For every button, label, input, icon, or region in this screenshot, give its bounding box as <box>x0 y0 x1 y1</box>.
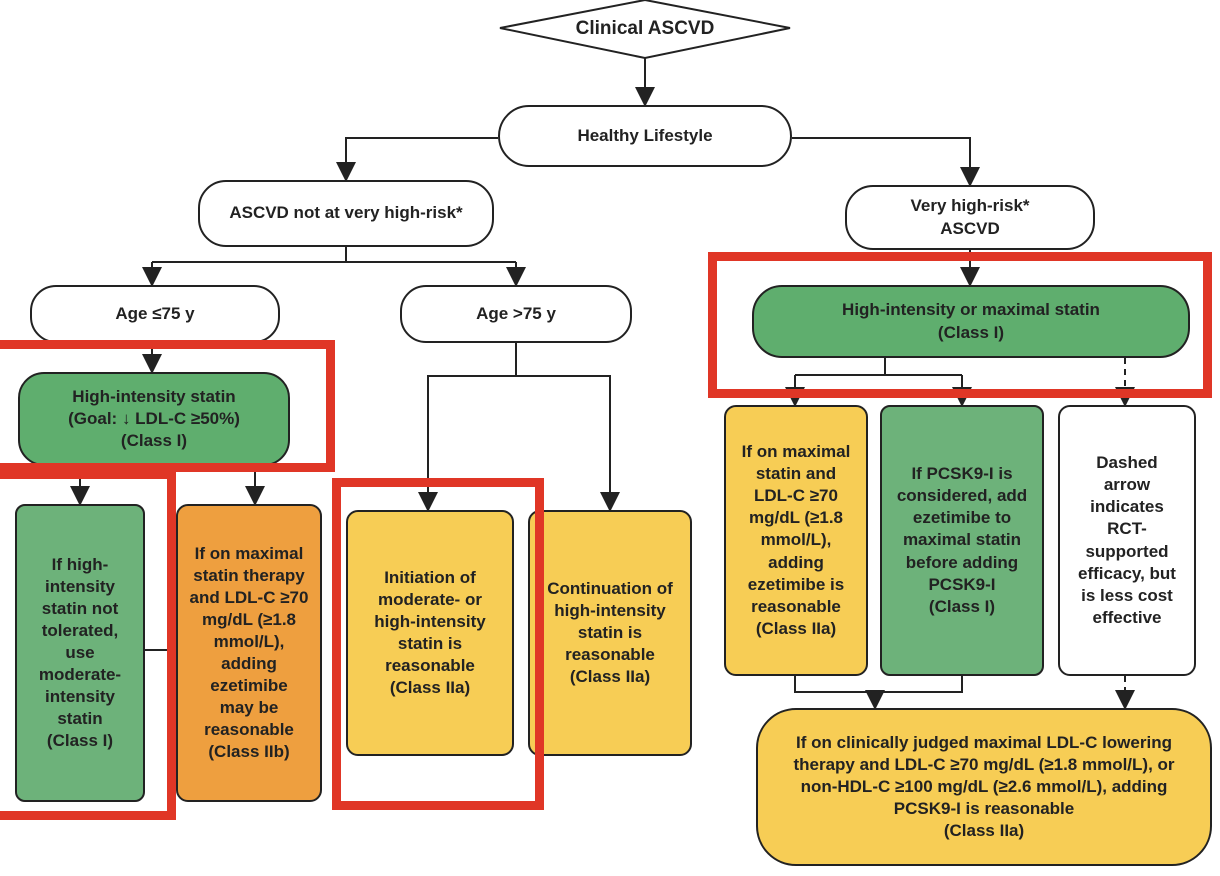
not-tolerated-label: If high- intensity statin not tolerated,… <box>38 554 122 751</box>
ezetimibe-iia-label: If on maximal statin and LDL-C ≥70 mg/dL… <box>741 442 851 638</box>
very-high-risk-label: Very high-risk* ASCVD <box>910 196 1030 238</box>
high-intensity-statin-node: High-intensity statin (Goal: ↓ LDL-C ≥50… <box>18 372 290 466</box>
pcsk9-reasonable-node: If on clinically judged maximal LDL-C lo… <box>756 708 1212 866</box>
not-tolerated-node: If high- intensity statin not tolerated,… <box>15 504 145 802</box>
pcsk9-considered-node: If PCSK9-I is considered, add ezetimibe … <box>880 405 1044 676</box>
continuation-node: Continuation of high-intensity statin is… <box>528 510 692 756</box>
ezetimibe-iib-label: If on maximal statin therapy and LDL-C ≥… <box>189 543 309 762</box>
high-or-max-statin-label: High-intensity or maximal statin (Class … <box>842 300 1100 342</box>
lifestyle-node: Healthy Lifestyle <box>498 105 792 167</box>
high-or-max-statin-node: High-intensity or maximal statin (Class … <box>752 285 1190 358</box>
root-node: Clinical ASCVD <box>540 10 750 48</box>
initiation-node: Initiation of moderate- or high-intensit… <box>346 510 514 756</box>
not-very-high-risk-node: ASCVD not at very high-risk* <box>198 180 494 247</box>
dashed-arrow-note-label: Dashed arrow indicates RCT- supported ef… <box>1078 453 1176 627</box>
pcsk9-reasonable-label: If on clinically judged maximal LDL-C lo… <box>793 732 1175 841</box>
ezetimibe-iia-node: If on maximal statin and LDL-C ≥70 mg/dL… <box>724 405 868 676</box>
age-le75-node: Age ≤75 y <box>30 285 280 343</box>
age-le75-label: Age ≤75 y <box>115 303 195 323</box>
lifestyle-label: Healthy Lifestyle <box>577 125 713 145</box>
root-label: Clinical ASCVD <box>575 17 715 39</box>
ezetimibe-iib-node: If on maximal statin therapy and LDL-C ≥… <box>176 504 322 802</box>
dashed-arrow-note-node: Dashed arrow indicates RCT- supported ef… <box>1058 405 1196 676</box>
age-gt75-label: Age >75 y <box>476 303 556 323</box>
age-gt75-node: Age >75 y <box>400 285 632 343</box>
initiation-label: Initiation of moderate- or high-intensit… <box>374 567 486 698</box>
not-very-high-risk-label: ASCVD not at very high-risk* <box>229 203 463 223</box>
very-high-risk-node: Very high-risk* ASCVD <box>845 185 1095 250</box>
pcsk9-considered-label: If PCSK9-I is considered, add ezetimibe … <box>896 464 1028 616</box>
high-intensity-statin-label: High-intensity statin (Goal: ↓ LDL-C ≥50… <box>68 386 240 451</box>
continuation-label: Continuation of high-intensity statin is… <box>547 578 673 687</box>
